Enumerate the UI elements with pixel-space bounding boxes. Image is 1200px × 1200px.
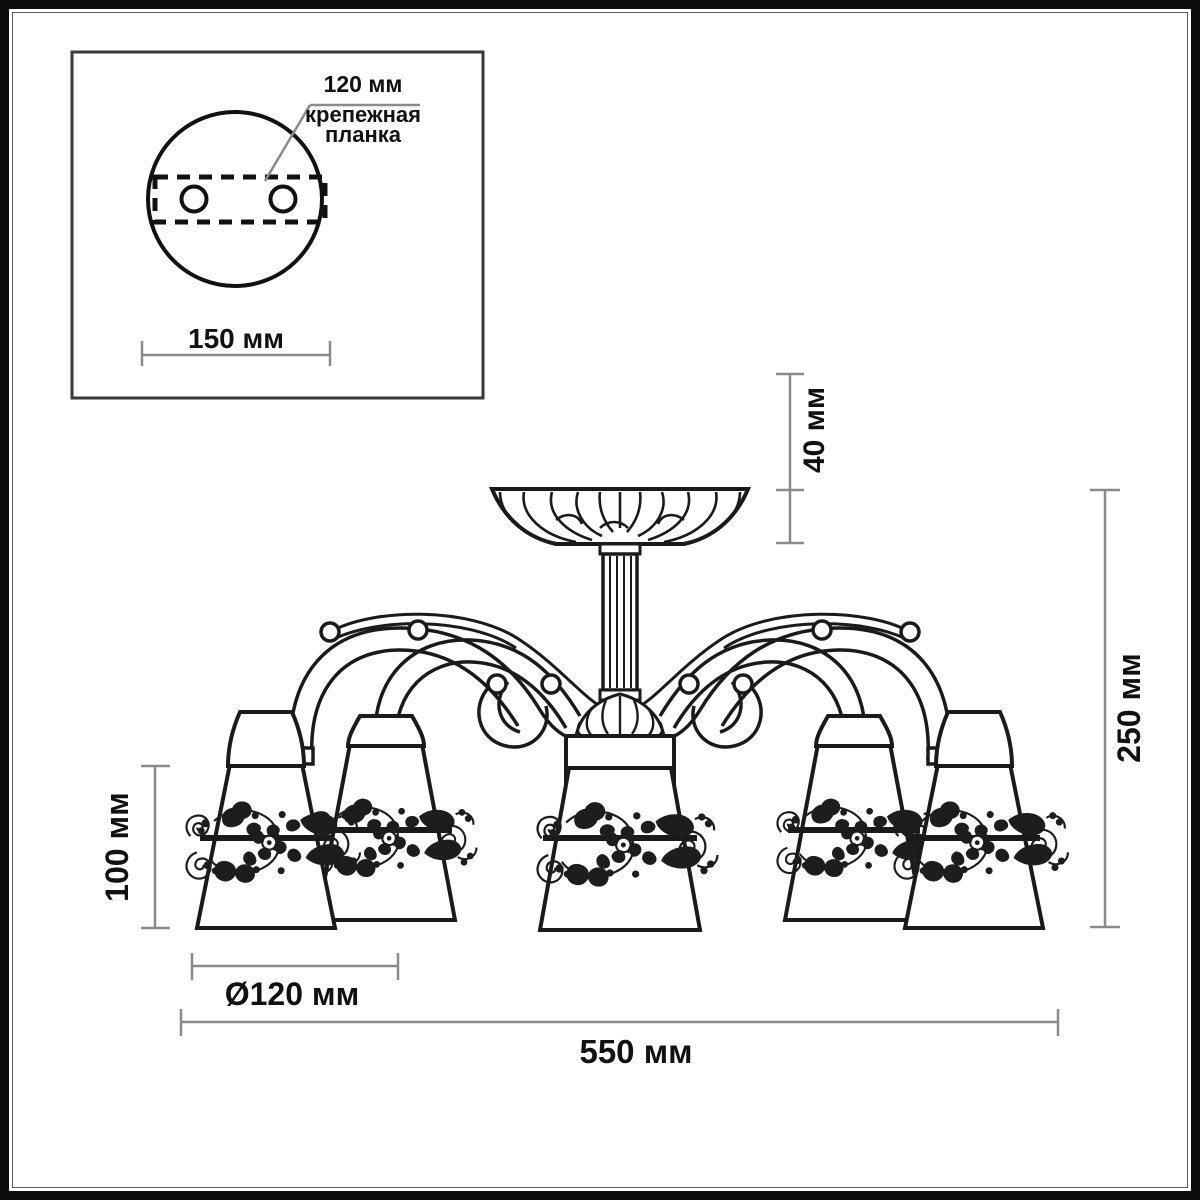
dim-250-label: 250 мм xyxy=(1111,653,1147,763)
dim-40-label: 40 мм xyxy=(798,387,831,473)
inset-dim-150: 150 мм xyxy=(140,323,332,366)
dim-550-label: 550 мм xyxy=(579,1033,692,1070)
plate-circle xyxy=(146,110,324,288)
shade-2 xyxy=(308,714,478,922)
mounting-hole-left xyxy=(179,184,209,214)
mounting-hole-right xyxy=(268,184,298,214)
dim-total-height: 250 мм xyxy=(1090,488,1147,929)
chandelier-figure xyxy=(185,487,1070,932)
inset-callout-line2: планка xyxy=(325,122,402,147)
dim-120-label: Ø120 мм xyxy=(225,976,360,1012)
inner-border xyxy=(12,12,1188,1188)
inset-callout-line1: крепежная xyxy=(305,102,421,127)
inset-dim-120-label: 120 мм xyxy=(324,71,403,97)
dim-drop-height: 40 мм xyxy=(776,372,831,545)
center-stem xyxy=(598,542,642,702)
dim-shade-height: 100 мм xyxy=(99,764,170,930)
callout-leader xyxy=(263,103,420,182)
ceiling-canopy xyxy=(488,487,752,546)
shade-1 xyxy=(185,710,362,930)
shade-5 xyxy=(893,710,1070,930)
mounting-plate-inset: 120 мм крепежная планка 150 мм xyxy=(70,50,485,400)
decorative-arms xyxy=(288,612,952,761)
dim-shade-diameter: Ø120 мм xyxy=(190,953,400,1012)
inset-dim-150-label: 150 мм xyxy=(188,323,284,354)
shade-3-center xyxy=(536,766,719,932)
dim-100-label: 100 мм xyxy=(99,792,135,902)
mounting-bar-dashed xyxy=(152,174,328,225)
dim-total-width: 550 мм xyxy=(179,1009,1060,1070)
